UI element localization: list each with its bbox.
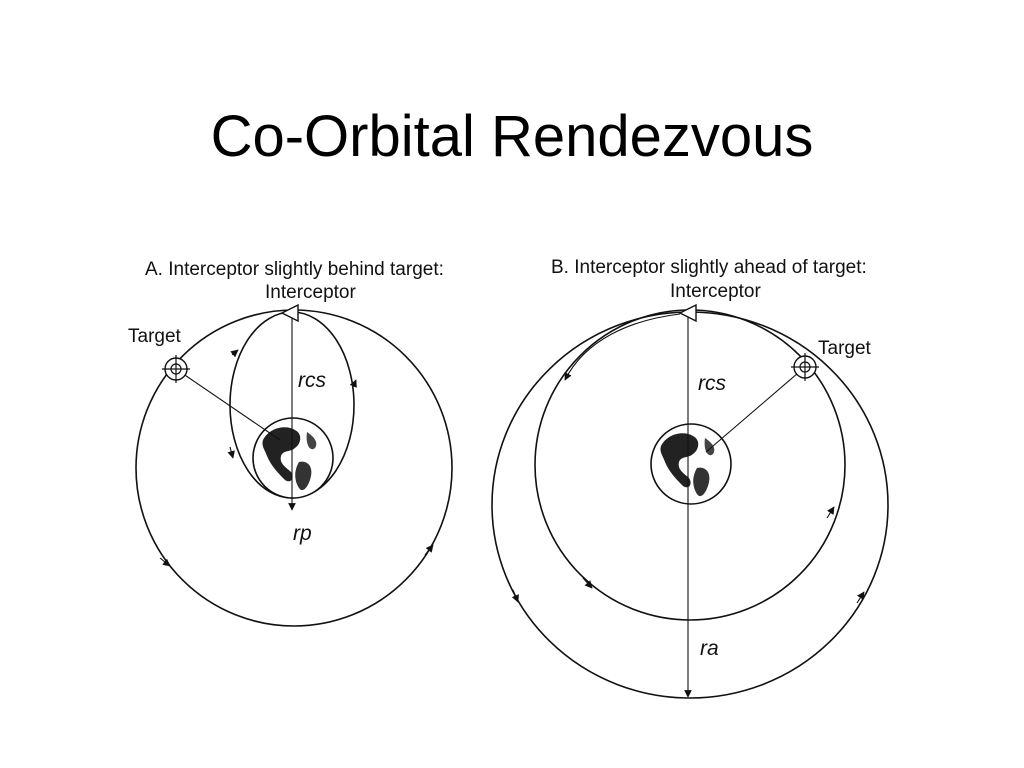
panel-b: B. Interceptor slightly ahead of target:… <box>491 257 889 699</box>
panel-b-target-line <box>705 366 806 453</box>
panel-b-direction-arrows <box>511 506 865 604</box>
panel-b-ra-label: ra <box>700 637 719 660</box>
panel-b-interceptor-icon <box>678 303 697 323</box>
slide-title: Co-Orbital Rendezvous <box>210 103 814 169</box>
panel-a-target-line <box>175 368 281 441</box>
panel-a-interceptor-label: Interceptor <box>265 282 356 303</box>
panel-a-target-icon <box>162 355 190 383</box>
panel-b-target-icon <box>791 353 819 381</box>
panel-b-rcs-label: rcs <box>698 372 726 395</box>
panel-b-departure-arc <box>564 313 681 381</box>
panel-b-interceptor-label: Interceptor <box>670 281 761 302</box>
panel-b-caption: B. Interceptor slightly ahead of target: <box>551 257 867 278</box>
panel-a-target-label: Target <box>128 326 182 347</box>
panel-a-interceptor-icon <box>280 303 299 323</box>
panel-b-phasing-orbit <box>491 311 889 699</box>
panel-b-target-label: Target <box>818 338 872 359</box>
panel-a-rcs-label: rcs <box>298 369 326 392</box>
panel-a-caption: A. Interceptor slightly behind target: <box>145 259 444 280</box>
panel-b-earth-icon <box>650 423 732 505</box>
panel-a: A. Interceptor slightly behind target: I… <box>128 259 453 627</box>
panel-a-rp-label: rp <box>293 522 312 545</box>
panel-a-direction-arrows <box>159 349 434 567</box>
